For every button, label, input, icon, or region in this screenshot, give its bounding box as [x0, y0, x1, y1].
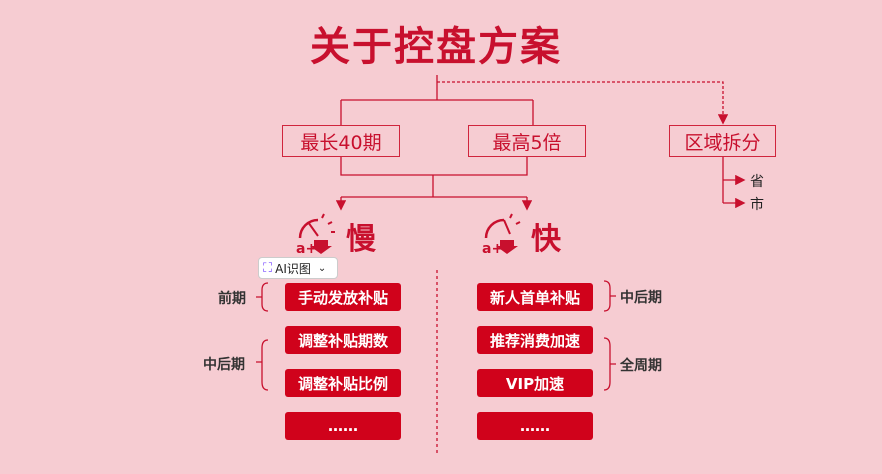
region-province: 省 [750, 174, 764, 190]
slow-button: 调整补贴比例 [285, 369, 401, 397]
phase-early: 前期 [218, 291, 246, 307]
slow-button: 手动发放补贴 [285, 283, 401, 311]
ai-scan-icon: ⛶ [263, 260, 273, 276]
gauge-icon-fast: a+ [482, 213, 521, 257]
fast-button: VIP加速 [477, 369, 593, 397]
phase-full-cycle: 全周期 [620, 358, 662, 374]
box-max-periods: 最长40期 [282, 125, 400, 157]
slow-label: 慢 [346, 222, 376, 257]
fast-button: 新人首单补贴 [477, 283, 593, 311]
slow-button: …… [285, 412, 401, 440]
ai-image-recognition-button[interactable]: ⛶ AI识图 ⌄ [258, 257, 338, 279]
gauge-icon-slow: a+ [296, 213, 335, 257]
fast-button: …… [477, 412, 593, 440]
svg-text:a+: a+ [296, 241, 317, 257]
svg-text:a+: a+ [482, 241, 503, 257]
region-city: 市 [750, 197, 764, 213]
phase-mid-late: 中后期 [203, 357, 245, 373]
page-title: 关于控盘方案 [310, 24, 562, 70]
box-region-split: 区域拆分 [669, 125, 776, 157]
fast-button: 推荐消费加速 [477, 326, 593, 354]
ai-popup-label: AI识图 [275, 261, 311, 276]
box-max-multiple: 最高5倍 [468, 125, 586, 157]
fast-label: 快 [531, 222, 561, 257]
phase-mid-late-fast: 中后期 [620, 290, 662, 306]
chevron-down-icon[interactable]: ⌄ [317, 262, 327, 274]
slow-button: 调整补贴期数 [285, 326, 401, 354]
